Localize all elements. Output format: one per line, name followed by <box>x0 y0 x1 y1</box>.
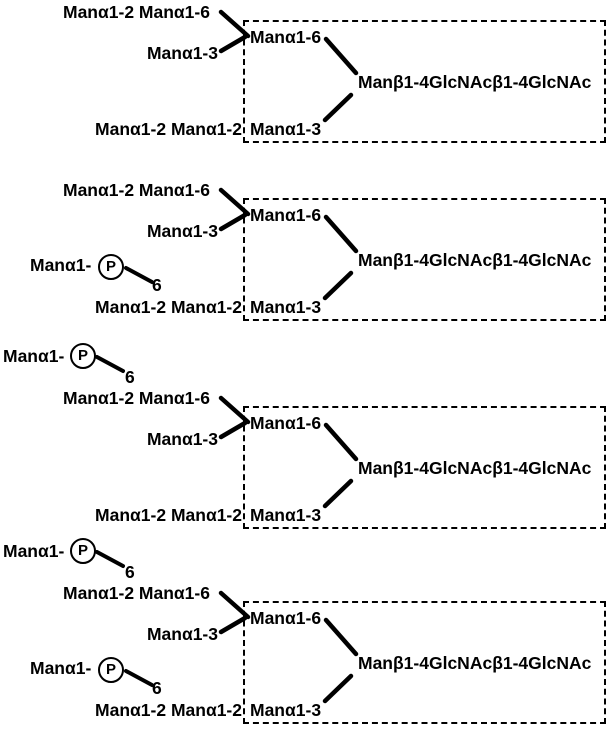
core-chain-label: Manβ1-4GlcNAcβ1-4GlcNAc <box>358 250 592 270</box>
core-boundary-box <box>243 20 606 143</box>
phosphate-symbol: P <box>77 347 88 364</box>
bond-phosphate-lower <box>124 266 154 284</box>
phosphate-linkage-label: 6 <box>125 562 135 582</box>
middle-arm-label: Manα1-3 <box>146 429 218 449</box>
bond-man6-core <box>323 36 359 76</box>
bond-middlearm-branch <box>218 212 248 232</box>
core-boundary-box <box>243 198 606 321</box>
middle-arm-label: Manα1-3 <box>146 624 218 644</box>
phosphate-mannose-label: Manα1- <box>30 658 92 678</box>
phosphate-linkage-label: 6 <box>152 275 162 295</box>
bond-core-man3 <box>322 270 354 301</box>
phosphate-symbol: P <box>77 542 88 559</box>
branch-man6-label: Manα1-6 <box>250 608 322 628</box>
phosphate-circle-icon: P <box>98 254 124 280</box>
lower-arm-label: Manα1-2 Manα1-2 <box>95 119 242 139</box>
branch-man3-label: Manα1-3 <box>250 505 322 525</box>
bond-phosphate-upper <box>95 355 125 373</box>
branch-man3-label: Manα1-3 <box>250 119 322 139</box>
bond-middlearm-branch <box>218 420 248 440</box>
lower-arm-label: Manα1-2 Manα1-2 <box>95 700 242 720</box>
branch-man6-label: Manα1-6 <box>250 413 322 433</box>
branch-man3-label: Manα1-3 <box>250 297 322 317</box>
bond-man6-core <box>323 214 359 254</box>
phosphate-symbol: P <box>105 258 116 275</box>
phosphate-mannose-label: Manα1- <box>3 541 65 561</box>
bond-middlearm-branch <box>218 34 248 54</box>
middle-arm-label: Manα1-3 <box>146 43 218 63</box>
bond-core-man3 <box>322 92 354 123</box>
phosphate-circle-icon: P <box>70 538 96 564</box>
bond-phosphate-lower <box>124 669 154 687</box>
bond-core-man3 <box>322 478 354 509</box>
bond-middlearm-branch <box>218 615 248 635</box>
core-boundary-box <box>243 601 606 724</box>
phosphate-mannose-label: Manα1- <box>3 346 65 366</box>
core-boundary-box <box>243 406 606 529</box>
core-chain-label: Manβ1-4GlcNAcβ1-4GlcNAc <box>358 653 592 673</box>
lower-arm-label: Manα1-2 Manα1-2 <box>95 505 242 525</box>
upper-arm-label: Manα1-2 Manα1-6 <box>63 2 210 22</box>
middle-arm-label: Manα1-3 <box>146 221 218 241</box>
branch-man6-label: Manα1-6 <box>250 205 322 225</box>
bond-phosphate-upper <box>95 550 125 568</box>
bond-man6-core <box>323 422 359 462</box>
upper-arm-label: Manα1-2 Manα1-6 <box>63 583 210 603</box>
phosphate-symbol: P <box>105 661 116 678</box>
branch-man6-label: Manα1-6 <box>250 27 322 47</box>
bond-core-man3 <box>322 673 354 704</box>
phosphate-linkage-label: 6 <box>125 367 135 387</box>
phosphate-mannose-label: Manα1- <box>30 255 92 275</box>
lower-arm-label: Manα1-2 Manα1-2 <box>95 297 242 317</box>
branch-man3-label: Manα1-3 <box>250 700 322 720</box>
phosphate-circle-icon: P <box>98 657 124 683</box>
upper-arm-label: Manα1-2 Manα1-6 <box>63 180 210 200</box>
bond-man6-core <box>323 617 359 657</box>
phosphate-circle-icon: P <box>70 343 96 369</box>
upper-arm-label: Manα1-2 Manα1-6 <box>63 388 210 408</box>
core-chain-label: Manβ1-4GlcNAcβ1-4GlcNAc <box>358 458 592 478</box>
core-chain-label: Manβ1-4GlcNAcβ1-4GlcNAc <box>358 72 592 92</box>
phosphate-linkage-label: 6 <box>152 678 162 698</box>
